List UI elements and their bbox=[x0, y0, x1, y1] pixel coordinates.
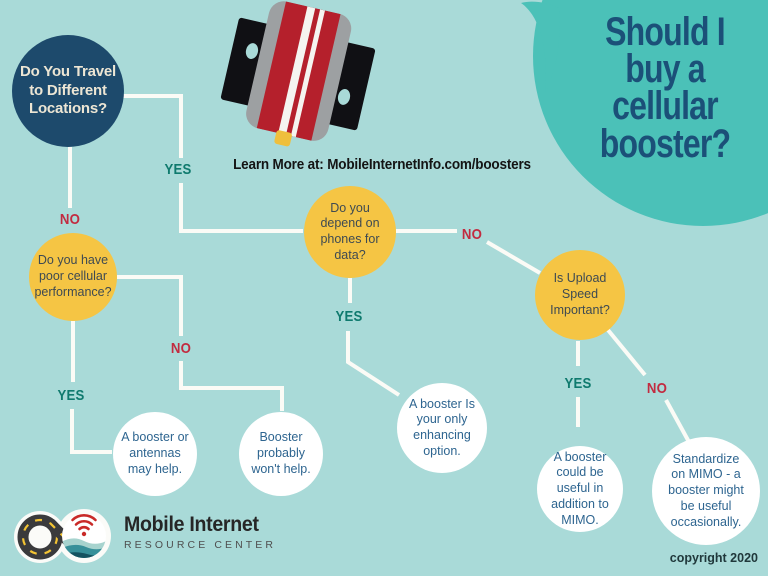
connector-travel-yes bbox=[123, 94, 183, 158]
connector-yes-to-onlyoption bbox=[346, 331, 401, 397]
connector-upload-no bbox=[606, 328, 647, 377]
label-yes-depend: YES bbox=[335, 308, 363, 325]
logo-subtitle: RESOURCE CENTER bbox=[124, 539, 277, 551]
decision-poor-cellular: Do you have poor cellular performance? bbox=[29, 233, 117, 321]
label-no-poor: NO bbox=[170, 340, 192, 357]
connector-no-to-standardize bbox=[664, 399, 691, 443]
page-title: Should I buy a cellular booster? bbox=[599, 10, 731, 166]
decision-travel-locations: Do You Travel to Different Locations? bbox=[12, 35, 124, 147]
flow-lines bbox=[68, 94, 691, 454]
connector-yes-to-depend bbox=[179, 183, 303, 233]
connector-no-to-wonthelp bbox=[179, 361, 284, 411]
outcome-mimo-addition: A booster could be useful in addition to… bbox=[537, 446, 623, 532]
decision-upload-speed: Is Upload Speed Important? bbox=[535, 250, 625, 340]
connector-poor-no bbox=[117, 275, 183, 336]
logo-name: Mobile Internet bbox=[124, 513, 259, 536]
decision-depend-phones: Do you depend on phones for data? bbox=[304, 186, 396, 278]
speech-bubble bbox=[521, 0, 768, 226]
logo-text: Mobile Internet RESOURCE CENTER bbox=[124, 513, 276, 551]
logo-icon bbox=[14, 509, 111, 563]
label-yes-travel: YES bbox=[164, 161, 192, 178]
booster-device-icon bbox=[220, 1, 376, 147]
mount-hole-right bbox=[337, 89, 351, 105]
label-yes-upload: YES bbox=[564, 375, 592, 392]
outcome-wont-help: Booster probably won't help. bbox=[239, 412, 323, 496]
mount-hole-left bbox=[245, 43, 259, 59]
outcome-standardize-mimo: Standardize on MIMO - a booster might be… bbox=[652, 437, 760, 545]
connector-yes-to-antennas bbox=[70, 409, 112, 454]
copyright-text: copyright 2020 bbox=[669, 551, 758, 565]
learn-more-text: Learn More at: MobileInternetInfo.com/bo… bbox=[233, 156, 531, 173]
label-no-upload: NO bbox=[646, 380, 668, 397]
label-no-travel: NO bbox=[59, 211, 81, 228]
label-yes-poor: YES bbox=[57, 387, 85, 404]
wifi-icon bbox=[71, 514, 97, 537]
outcome-booster-antennas: A booster or antennas may help. bbox=[113, 412, 197, 496]
label-no-depend: NO bbox=[461, 226, 483, 243]
outcome-only-option: A booster Is your only enhancing option. bbox=[397, 383, 487, 473]
connector-no-to-upload bbox=[485, 240, 542, 275]
booster-connector bbox=[274, 130, 292, 147]
